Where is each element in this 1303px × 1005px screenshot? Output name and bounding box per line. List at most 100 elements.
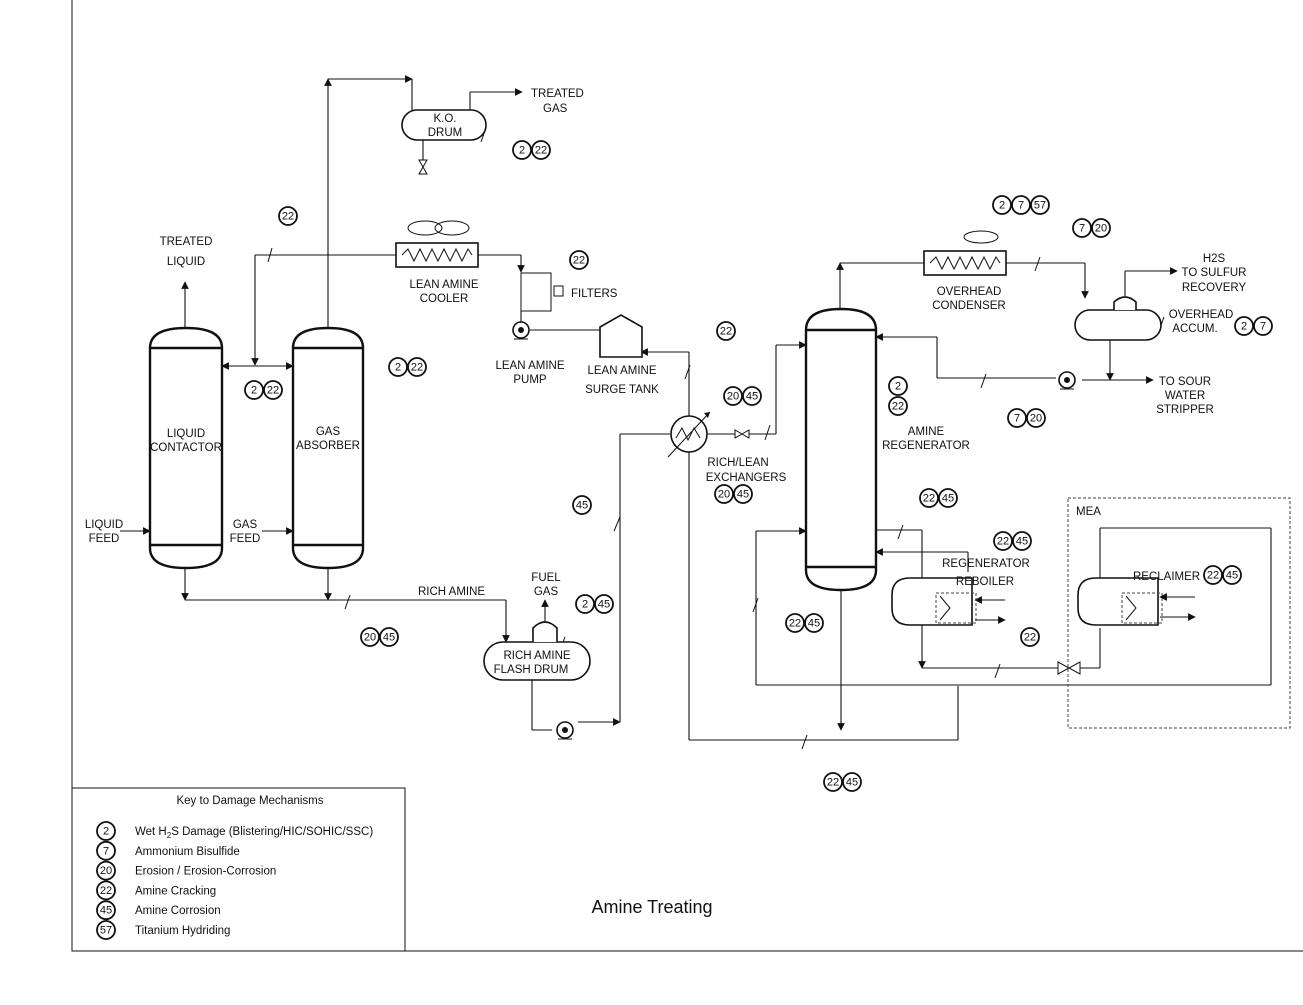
label-treated-liquid-2: LIQUID — [167, 256, 205, 268]
badge-circle — [388, 357, 408, 377]
badge-circle — [823, 772, 843, 792]
badge-circle — [888, 396, 908, 416]
key-badge-code: 2 — [103, 826, 109, 838]
label-filters: FILTERS — [571, 288, 618, 300]
badge-code: 45 — [576, 500, 588, 512]
key-item: 22 Amine Cracking — [96, 880, 216, 901]
badge-circle — [1020, 627, 1040, 647]
label-lean-amine-pump-1: LEAN AMINE — [495, 360, 564, 372]
lean-amine-surge-tank — [599, 314, 643, 358]
label-h2s-2: TO SULFUR — [1182, 267, 1247, 279]
label-overhead-accum-1: OVERHEAD — [1169, 309, 1234, 321]
badge-circle — [716, 321, 736, 341]
badge-code: 22 — [573, 255, 585, 267]
key-description: Amine Cracking — [135, 885, 216, 897]
label-fuel-gas-1: FUEL — [531, 572, 561, 584]
label-gas-feed-1: GAS — [233, 519, 258, 531]
label-overhead-condenser-1: OVERHEAD — [937, 286, 1002, 298]
badge-circle — [1234, 316, 1254, 336]
badge-circle — [572, 495, 592, 515]
reflux-pump — [1058, 371, 1076, 390]
badge-code: 20 — [1095, 223, 1107, 235]
badge-code: 2 — [395, 362, 401, 374]
key-description: Ammonium Bisulfide — [135, 846, 240, 858]
key-badge-circle — [96, 900, 116, 921]
label-mea: MEA — [1076, 506, 1101, 518]
badge-circle — [1012, 531, 1032, 551]
label-amine-regenerator-2: REGENERATOR — [882, 440, 970, 452]
label-gas-absorber-2: ABSORBER — [296, 440, 360, 452]
badge-circle — [992, 195, 1012, 215]
badge-circle — [919, 488, 939, 508]
badge-circle — [842, 772, 862, 792]
label-gas-absorber-1: GAS — [316, 426, 341, 438]
badge-code: 22 — [267, 385, 279, 397]
badge-circle — [1007, 408, 1027, 428]
badge-code: 45 — [808, 618, 820, 630]
badge-code: 22 — [827, 777, 839, 789]
amine-regenerator — [804, 307, 878, 592]
rich-amine-pump — [556, 721, 574, 740]
label-surge-tank-2: SURGE TANK — [585, 384, 659, 396]
rich-lean-exchanger — [667, 411, 711, 458]
label-overhead-accum-2: ACCUM. — [1172, 323, 1217, 335]
badge-circle — [263, 380, 283, 400]
label-fuel-gas-2: GAS — [534, 586, 559, 598]
label-sour-water-2: WATER — [1165, 390, 1205, 402]
overhead-accumulator — [1074, 296, 1162, 341]
badge-code: 45 — [746, 391, 758, 403]
badge-code: 57 — [1034, 200, 1046, 212]
badge-code: 22 — [923, 493, 935, 505]
badge-code: 22 — [411, 362, 423, 374]
badge-circle — [804, 613, 824, 633]
badge-code: 2 — [999, 200, 1005, 212]
gas-absorber — [291, 326, 365, 570]
badge-code: 22 — [1207, 570, 1219, 582]
badge-circle — [785, 613, 805, 633]
badge-code: 2 — [251, 385, 257, 397]
key-badge-circle — [96, 920, 116, 940]
key-badge-circle — [96, 821, 116, 841]
badge-circle — [512, 140, 532, 160]
key-badge-circle — [96, 860, 116, 881]
badge-circle — [1026, 408, 1046, 428]
badge-circle — [379, 627, 399, 647]
label-liquid-contactor-1: LIQUID — [167, 428, 205, 440]
badge-code: 22 — [282, 211, 294, 223]
badge-code: 45 — [942, 493, 954, 505]
rich-amine-flash-drum — [483, 621, 591, 681]
label-liquid-feed-1: LIQUID — [85, 519, 123, 531]
badge-circle — [742, 386, 762, 406]
label-exchangers-2: EXCHANGERS — [706, 472, 787, 484]
label-lean-amine-cooler-1: LEAN AMINE — [409, 279, 478, 291]
badge-cooler-line: 22 — [278, 206, 298, 226]
badge-code: 22 — [997, 536, 1009, 548]
badge-regenerator-mid: 22 — [888, 396, 908, 416]
badge-code: 2 — [519, 145, 525, 157]
badge-code: 20 — [727, 391, 739, 403]
key-badge-circle — [96, 840, 116, 861]
badge-circle — [244, 380, 264, 400]
key-badge-code: 22 — [100, 885, 112, 897]
label-flash-drum-1: RICH AMINE — [503, 650, 570, 662]
badge-circle — [888, 376, 908, 396]
badge-circle — [360, 627, 380, 647]
badge-circle — [594, 594, 614, 614]
badge-code: 7 — [1018, 200, 1024, 212]
